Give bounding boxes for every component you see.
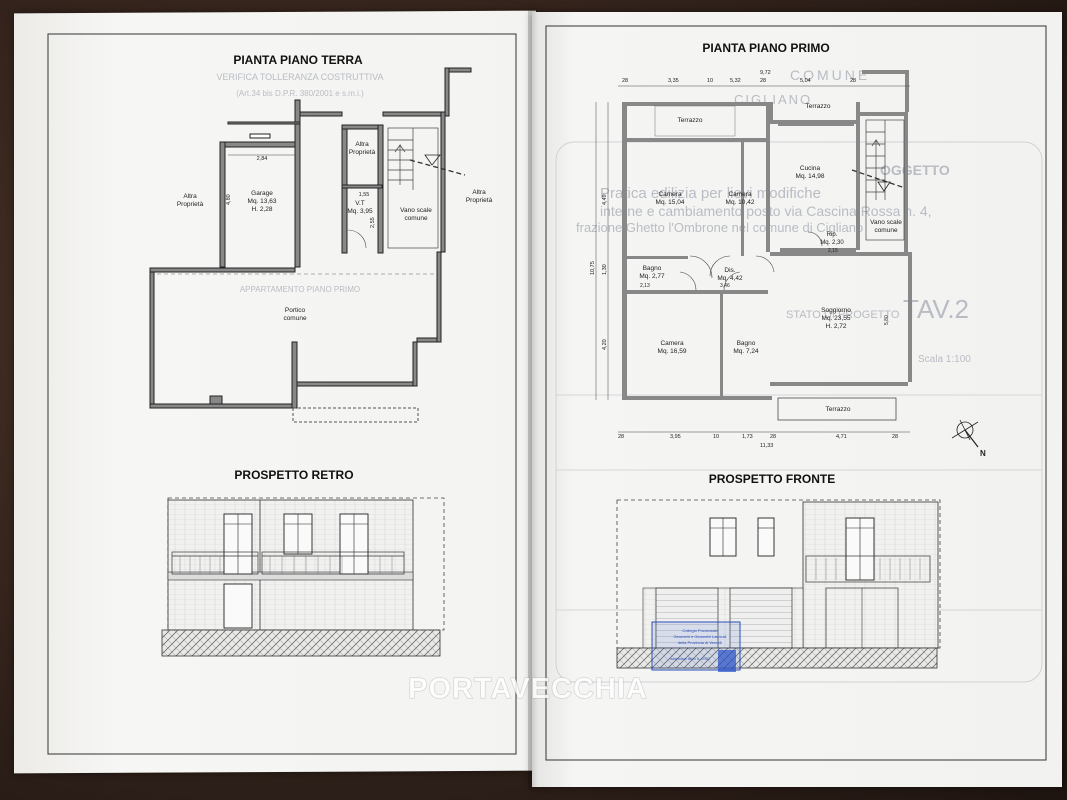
page-fold	[528, 10, 538, 790]
bagno-1-name: Bagno	[643, 265, 662, 272]
cucina-name: Cucina	[800, 165, 821, 172]
first-stairwell-2: comune	[874, 227, 898, 234]
dis-area: Mq. 4,42	[717, 275, 743, 282]
garage-depth-dim: 4,80	[226, 194, 232, 205]
bottom-total-dim: 11,33	[760, 443, 773, 449]
right-page-frame	[545, 25, 1047, 761]
left-total-dim: 10,75	[590, 261, 596, 275]
vt-width-dim: 1,55	[359, 192, 370, 198]
first-floor-title: PIANTA PIANO PRIMO	[702, 41, 829, 55]
other-property-left-1: Altra	[183, 193, 197, 200]
watermark: PORTAVECCHIA	[408, 673, 648, 705]
soggiorno-depth-dim: 5,80	[884, 315, 890, 325]
stamp-line-3: della Provincia di Vercelli	[678, 640, 722, 645]
garage-area: Mq. 13,63	[248, 198, 277, 205]
ghost-oggetto: OGGETTO	[880, 162, 950, 178]
dis-width-dim: 3,46	[720, 283, 730, 289]
top-total-dim: 9,72	[760, 70, 771, 76]
bagno-1-area: Mq. 2,77	[639, 273, 665, 280]
bagno-width-dim: 2,13	[640, 283, 650, 289]
left-dim-0: 4,49	[602, 194, 608, 205]
first-stairwell-1: Vano scale	[870, 219, 902, 226]
cucina-area: Mq. 14,98	[796, 173, 825, 180]
ground-floor-title: PIANTA PIANO TERRA	[233, 53, 363, 67]
vt-depth-dim: 2,55	[370, 217, 376, 228]
ghost-header-2: (Art.34 bis D.P.R. 380/2001 e s.m.i.)	[236, 89, 364, 98]
ground-stairwell-2: comune	[404, 215, 428, 222]
vt-name: V.T	[355, 200, 365, 207]
other-property-top-2: Proprietà	[349, 149, 376, 156]
terrace-top-right: Terrazzo	[806, 103, 831, 110]
ghost-comune: COMUNE	[790, 67, 870, 83]
top-dim-2: 10	[707, 78, 713, 84]
rip-area: Mq. 2,30	[820, 240, 844, 246]
dis-name: Dis.	[724, 267, 735, 274]
top-dim-0: 28	[622, 78, 628, 84]
professional-stamp: Collegio Provinciale Geometri e Geometri…	[651, 621, 741, 672]
portico-name: Portico	[285, 307, 306, 314]
left-dim-1: 1,30	[602, 264, 608, 275]
rear-elevation: PROSPETTO RETRO	[161, 468, 445, 657]
front-elevation-title: PROSPETTO FRONTE	[709, 472, 835, 486]
bottom-dim-2: 10	[713, 434, 719, 440]
top-dim-3: 5,32	[730, 78, 741, 84]
camera-1-name: Camera	[658, 191, 682, 198]
garage-width-dim: 2,84	[257, 156, 268, 162]
first-floor-plan: PIANTA PIANO PRIMO COMUNE CIGLIANO OGGET…	[555, 41, 1043, 683]
camera-3-area: Mq. 16,59	[658, 348, 687, 355]
soggiorno-height: H. 2,72	[826, 323, 847, 330]
garage-height: H. 2,28	[252, 206, 273, 213]
ghost-desc-1: Pratica edilizia per lievi modifiche	[600, 185, 821, 202]
rip-name: Rip.	[827, 232, 838, 238]
ghost-header-1: VERIFICA TOLLERANZA COSTRUTTIVA	[216, 72, 383, 82]
bagno-2-name: Bagno	[737, 340, 756, 347]
stamp-line-2: Geometri e Geometri Laureati	[674, 634, 727, 639]
rear-elevation-title: PROSPETTO RETRO	[234, 468, 353, 482]
top-dim-1: 3,35	[668, 78, 679, 84]
stamp-small: Iscrizione Albo n. 2002	[670, 656, 711, 661]
bottom-dim-4: 28	[770, 434, 776, 440]
camera-2-name: Camera	[728, 191, 752, 198]
terrace-top-left: Terrazzo	[678, 117, 703, 124]
other-property-left-2: Proprietà	[177, 201, 204, 208]
ghost-upper-apt: APPARTAMENTO PIANO PRIMO	[240, 285, 360, 294]
ghost-desc-3: frazione Ghetto l'Ombrone nel comune di …	[576, 220, 863, 235]
ground-floor-plan: PIANTA PIANO TERRA VERIFICA TOLLERANZA C…	[149, 53, 493, 423]
soggiorno-area: Mq. 23,55	[822, 315, 851, 322]
ground-stairwell-1: Vano scale	[400, 207, 432, 214]
top-dim-6: 28	[850, 78, 856, 84]
bottom-dim-0: 28	[618, 434, 624, 440]
camera-2-area: Mq. 10,42	[726, 199, 755, 206]
other-property-top-1: Altra	[355, 141, 369, 148]
camera-1-area: Mq. 15,04	[656, 199, 685, 206]
ghost-stato: STATO DI PROGETTO	[786, 309, 900, 321]
portico-common: comune	[283, 315, 307, 322]
rip-width-dim: 2,15	[828, 248, 838, 254]
left-dim-2: 4,20	[602, 339, 608, 350]
vt-area: Mq. 3,95	[347, 208, 373, 215]
bottom-dim-1: 3,95	[670, 434, 681, 440]
ghost-desc-2: interne e cambiamento posto via Cascina …	[600, 203, 932, 219]
other-property-right-2: Proprietà	[466, 197, 493, 204]
soggiorno-name: Soggiorno	[821, 307, 851, 314]
other-property-right-1: Altra	[472, 189, 486, 196]
north-arrow-icon: N	[951, 419, 986, 458]
bottom-dim-3: 1,73	[742, 434, 753, 440]
top-dim-5: 5,04	[800, 78, 811, 84]
garage-name: Garage	[251, 190, 273, 197]
stamp-line-1: Collegio Provinciale	[682, 628, 718, 633]
top-dim-4: 28	[760, 78, 766, 84]
camera-3-name: Camera	[660, 340, 684, 347]
bagno-2-area: Mq. 7,24	[733, 348, 759, 355]
terrace-bottom: Terrazzo	[826, 406, 851, 413]
bottom-dim-6: 28	[892, 434, 898, 440]
ghost-scala: Scala 1:100	[918, 354, 971, 365]
ghost-tav: TAV.2	[903, 294, 969, 324]
bottom-dim-5: 4,71	[836, 434, 847, 440]
left-page-frame	[47, 33, 517, 755]
north-label: N	[980, 449, 986, 458]
